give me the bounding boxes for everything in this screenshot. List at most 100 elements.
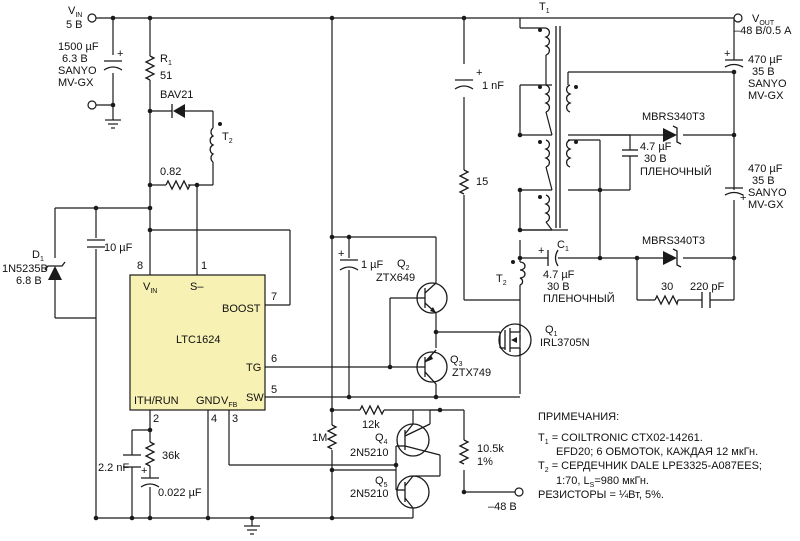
labels: VIN 5 В 1500 µF 6.3 В SANYO MV-GX R1 5 1 … [2,1,792,513]
r36k-label: 36k [162,450,180,462]
transistor-q4 [396,423,441,457]
ground-symbol-input [105,119,121,129]
c1-value: 4.7 µF [543,269,575,281]
q1-part: IRL3705N [540,337,590,349]
resistor-1m [326,424,338,450]
cout2-line2: 35 В [752,175,775,187]
zener-d1 [44,261,66,280]
mbrs1-label: MBRS340T3 [642,111,705,123]
vin-return-terminal [87,100,97,110]
capacitor-470uf-top: + [724,48,744,68]
svg-text:+: + [141,465,147,477]
resistor-082 [165,179,191,191]
svg-text:+: + [740,192,746,204]
ic-pin-sw: SW [246,392,264,404]
t2-lower-label: T2 [496,273,507,287]
transformer-t2-coil [209,122,222,163]
notes-t1-line1: T1 = COILTRONIC CTX02-14261. [538,432,703,446]
ic-pin-boost: BOOST [222,303,261,315]
q4-part: 2N5210 [350,447,389,459]
c1-rating: 30 В [547,281,570,293]
transistor-q2 [416,282,448,314]
transformer-t2-secondary-coil [511,260,526,286]
transistor-q3 [416,349,448,385]
c220p-label: 220 pF [690,281,725,293]
cin-line3: SANYO [58,65,97,77]
r15-label: 15 [476,176,488,188]
ground-symbol-main [244,525,260,535]
svg-text:+: + [476,67,482,79]
ic-pin2-num: 2 [153,413,159,425]
resistor-10-5k [458,439,470,465]
cout2-line3: SANYO [748,187,787,199]
vout-value: –48 В/0.5 А [734,25,792,37]
r1-label: R1 [160,53,172,67]
q2-part: ZTX649 [376,272,415,284]
c47-rating: 30 В [644,153,667,165]
cout2-line1: 470 µF [748,163,783,175]
capacitor-4-7uf-film [622,145,638,160]
diode-bav21 [171,104,185,118]
diode-mbrs340t3-top [663,125,682,145]
ic-pin-tg: TG [246,362,261,374]
ic-pin-vin: VIN [143,281,157,295]
cout1-line1: 470 µF [748,54,783,66]
cin-line1: 1500 µF [58,41,99,53]
bav21-label: BAV21 [160,89,193,101]
r082-label: 0.82 [160,166,181,178]
resistor-36k [144,441,156,467]
ic-pin5-num: 5 [271,384,277,396]
r105k-line2: 1% [477,456,493,468]
svg-text:+: + [117,48,123,60]
vin-label: VIN [68,5,82,19]
q1-label: Q1 [545,324,558,338]
r105k-line1: 10.5k [477,443,504,455]
c22n-label: 2.2 nF [98,462,129,474]
junction-dots [93,15,737,521]
d1-label: D1 [32,249,44,263]
neg48-label: –48 В [488,501,517,513]
ic-pin-vfb: VFB [221,395,238,409]
resistor-15 [458,169,470,195]
ic-pin6-num: 6 [271,353,277,365]
q4-label: Q4 [375,432,388,446]
q5-label: Q5 [375,475,388,489]
c10u-label: 10 µF [104,242,133,254]
ltc1624-ic [129,274,266,411]
vout-terminal [733,13,743,23]
vin-value: 5 В [66,19,83,31]
q3-part: ZTX749 [452,367,491,379]
capacitor-1500uf: + [103,48,123,71]
ic-pin-ithrun: ITH/RUN [134,395,179,407]
neg48-terminal [514,487,524,497]
ic-pin-gnd: GND [196,395,221,407]
t1-label: T1 [539,1,550,15]
resistor-30 [654,294,679,306]
svg-text:+: + [538,245,544,257]
capacitor-1uf: + [338,248,359,271]
svg-text:+: + [724,48,730,60]
transistor-q5 [396,475,430,509]
cout1-line2: 35 В [752,66,775,78]
r1-value: 51 [160,70,172,82]
ic-pin3-num: 3 [232,413,238,425]
capacitor-2-2nf [123,454,141,468]
c1u-label: 1 µF [361,259,384,271]
capacitor-c1: + [538,245,559,267]
c022u-label: 0.022 µF [158,487,202,499]
ic-name: LTC1624 [176,334,220,346]
cout1-line3: SANYO [748,78,787,90]
c1n-label: 1 nF [482,80,504,92]
cin-line4: MV-GX [58,77,94,89]
svg-text:+: + [338,248,344,260]
diode-mbrs340t3-bottom [663,248,682,268]
cin-line2: 6.3 В [62,53,88,65]
d1-part: 1N5235B [2,263,48,275]
ic-pin4-num: 4 [211,413,217,425]
notes-t2-line2: 1:70, LS=980 мкГн. [556,475,649,489]
ic-pin7-num: 7 [271,291,277,303]
capacitor-470uf-bottom: + [724,187,746,204]
resistor-12k [359,404,385,416]
c47-value: 4.7 µF [640,141,672,153]
